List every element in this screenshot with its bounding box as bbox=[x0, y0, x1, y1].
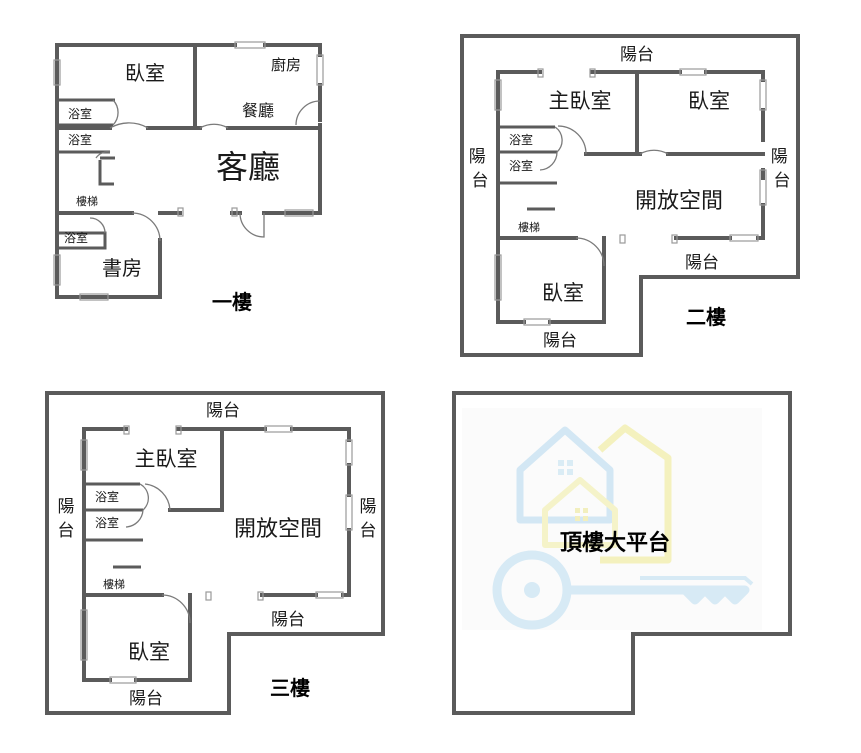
f1-bath-1-label: 浴室 bbox=[68, 106, 92, 121]
f1-dining-label: 餐廳 bbox=[242, 101, 274, 120]
f3-balcony-right-label-2: 台 bbox=[360, 521, 377, 541]
f3-balcony-top-label: 陽台 bbox=[206, 401, 240, 421]
f2-master-label: 主臥室 bbox=[549, 89, 612, 113]
f3-balcony-bottom-label: 陽台 bbox=[129, 689, 163, 709]
floor-2-walls bbox=[496, 70, 765, 324]
f2-balcony-left-text: 陽 bbox=[469, 147, 486, 167]
f2-bath-1-label: 浴室 bbox=[509, 132, 533, 147]
f3-balcony-left-label-2: 台 bbox=[58, 521, 75, 541]
f2-balcony-right-text: 陽 bbox=[771, 147, 788, 167]
floor-3-boundary bbox=[45, 391, 385, 715]
roof-plan: 頂樓大平台 bbox=[452, 391, 792, 715]
floor-3-plan: 陽台 主臥室 陽台 陽台 浴室 浴室 開放空間 樓梯 陽台 臥室 陽台 三樓 bbox=[45, 391, 385, 715]
f3-bath-1-label: 浴室 bbox=[95, 489, 119, 504]
f2-balcony-left-text-2: 台 bbox=[472, 171, 489, 191]
floor-1-plan: 臥室 廚房 餐廳 客廳 浴室 浴室 樓梯 浴室 書房 一樓 bbox=[53, 41, 324, 314]
house-key-icon bbox=[462, 408, 762, 630]
f2-balcony-left-label: 陽 台 bbox=[469, 147, 491, 191]
f3-stairs-label: 樓梯 bbox=[103, 577, 125, 591]
f3-bedroom-label: 臥室 bbox=[128, 640, 170, 664]
f3-balcony-left-label-1: 陽 bbox=[58, 497, 75, 517]
f3-master-label: 主臥室 bbox=[135, 447, 198, 471]
f2-bedroom-2-label: 臥室 bbox=[542, 281, 584, 305]
floor-3-windows bbox=[80, 425, 353, 684]
f2-balcony-right-label: 陽 台 bbox=[771, 147, 793, 191]
f2-open-space-label: 開放空間 bbox=[635, 189, 723, 214]
f1-bath-3-label: 浴室 bbox=[64, 230, 88, 245]
f3-balcony-right-label-1: 陽 bbox=[360, 497, 377, 517]
roof-title: 頂樓大平台 bbox=[560, 530, 670, 556]
floor-3-title: 三樓 bbox=[270, 676, 310, 700]
floor-3-walls bbox=[82, 427, 351, 682]
floor-2-doors bbox=[539, 125, 669, 267]
f1-bath-2-label: 浴室 bbox=[68, 132, 92, 147]
roof-boundary bbox=[452, 391, 792, 715]
f1-study-label: 書房 bbox=[102, 256, 142, 280]
floor-3-doors bbox=[125, 483, 191, 624]
f2-balcony-right-text-2: 台 bbox=[774, 171, 791, 191]
f2-balcony-bottom-label: 陽台 bbox=[543, 331, 577, 351]
f2-bedroom-label: 臥室 bbox=[688, 89, 730, 113]
f2-stairs-label: 樓梯 bbox=[518, 220, 540, 234]
f1-stairs-label: 樓梯 bbox=[76, 194, 98, 208]
f3-balcony-mid-label: 陽台 bbox=[271, 610, 305, 630]
f3-balcony-right-label: 陽台 bbox=[360, 497, 377, 541]
floor-2-plan: 陽台 主臥室 臥室 陽 台 陽 台 浴室 浴室 開放空間 樓梯 陽台 臥室 陽台… bbox=[460, 34, 800, 357]
f3-bath-2-label: 浴室 bbox=[95, 515, 119, 530]
floor-2-windows bbox=[494, 68, 767, 326]
f2-bath-2-label: 浴室 bbox=[509, 158, 533, 173]
f2-balcony-top-label: 陽台 bbox=[620, 45, 654, 65]
floor-2-title: 二樓 bbox=[686, 305, 726, 329]
floor-1-title: 一樓 bbox=[212, 290, 252, 314]
f1-living-label: 客廳 bbox=[216, 148, 280, 186]
floor-1-doors bbox=[89, 99, 321, 242]
f1-bedroom-label: 臥室 bbox=[125, 61, 165, 85]
f3-open-space-label: 開放空間 bbox=[234, 517, 322, 542]
floor-1-walls bbox=[55, 43, 322, 299]
f1-kitchen-label: 廚房 bbox=[271, 56, 301, 74]
f3-balcony-left-label: 陽台 bbox=[58, 497, 75, 541]
floor-2-boundary bbox=[460, 34, 800, 357]
f2-balcony-mid-label: 陽台 bbox=[685, 253, 719, 273]
floor-1-windows bbox=[53, 41, 324, 301]
